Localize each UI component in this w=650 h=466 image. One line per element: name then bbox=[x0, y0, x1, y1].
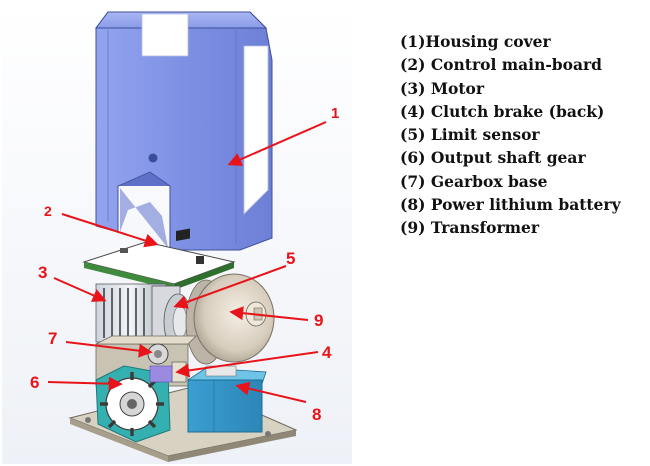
callout-arrow-6 bbox=[47, 376, 123, 391]
legend-item-limit-sensor: (5) Limit sensor bbox=[400, 125, 540, 145]
callout-arrows bbox=[47, 121, 327, 403]
housing-cover bbox=[95, 11, 273, 251]
assembly-illustration: 1 2 3 4 5 6 7 8 9 bbox=[2, 2, 352, 464]
parts-legend: (1)Housing cover (2) Control main-board … bbox=[400, 30, 645, 240]
control-main-board bbox=[82, 228, 236, 290]
legend-item-clutch-brake: (4) Clutch brake (back) bbox=[400, 101, 605, 121]
callout-arrow-8 bbox=[235, 381, 307, 403]
callout-number-3: 3 bbox=[38, 263, 47, 282]
callout-arrow-4 bbox=[175, 351, 319, 378]
legend-item-motor: (3) Motor bbox=[400, 78, 485, 98]
callout-numbers: 1 2 3 4 5 6 7 8 9 bbox=[30, 105, 339, 424]
legend-item-power-lithium-battery: (8) Power lithium battery bbox=[400, 195, 621, 215]
callout-number-5: 5 bbox=[286, 249, 295, 268]
callout-arrow-9 bbox=[229, 306, 309, 321]
callout-number-7: 7 bbox=[48, 329, 57, 348]
exploded-assembly-diagram: 1 2 3 4 5 6 7 8 9 bbox=[2, 2, 352, 464]
legend-item-gearbox-base: (7) Gearbox base bbox=[400, 171, 548, 191]
legend-item-housing-cover: (1)Housing cover bbox=[400, 32, 551, 51]
callout-number-2: 2 bbox=[44, 203, 52, 219]
power-lithium-battery bbox=[186, 365, 267, 433]
callout-number-9: 9 bbox=[314, 311, 323, 330]
legend-item-output-shaft-gear: (6) Output shaft gear bbox=[400, 148, 586, 168]
callout-arrow-5 bbox=[173, 265, 287, 309]
legend-item-control-main-board: (2) Control main-board bbox=[400, 55, 602, 75]
callout-arrow-7 bbox=[65, 341, 153, 358]
gearbox-base bbox=[68, 335, 298, 462]
callout-number-8: 8 bbox=[312, 405, 321, 424]
callout-number-4: 4 bbox=[322, 343, 332, 362]
transformer bbox=[185, 273, 275, 365]
callout-arrow-1 bbox=[227, 121, 327, 166]
callout-number-6: 6 bbox=[30, 373, 39, 392]
callout-number-1: 1 bbox=[331, 105, 339, 122]
callout-arrow-2 bbox=[61, 213, 159, 248]
legend-item-transformer: (9) Transformer bbox=[400, 218, 540, 238]
callout-arrow-3 bbox=[53, 277, 107, 302]
